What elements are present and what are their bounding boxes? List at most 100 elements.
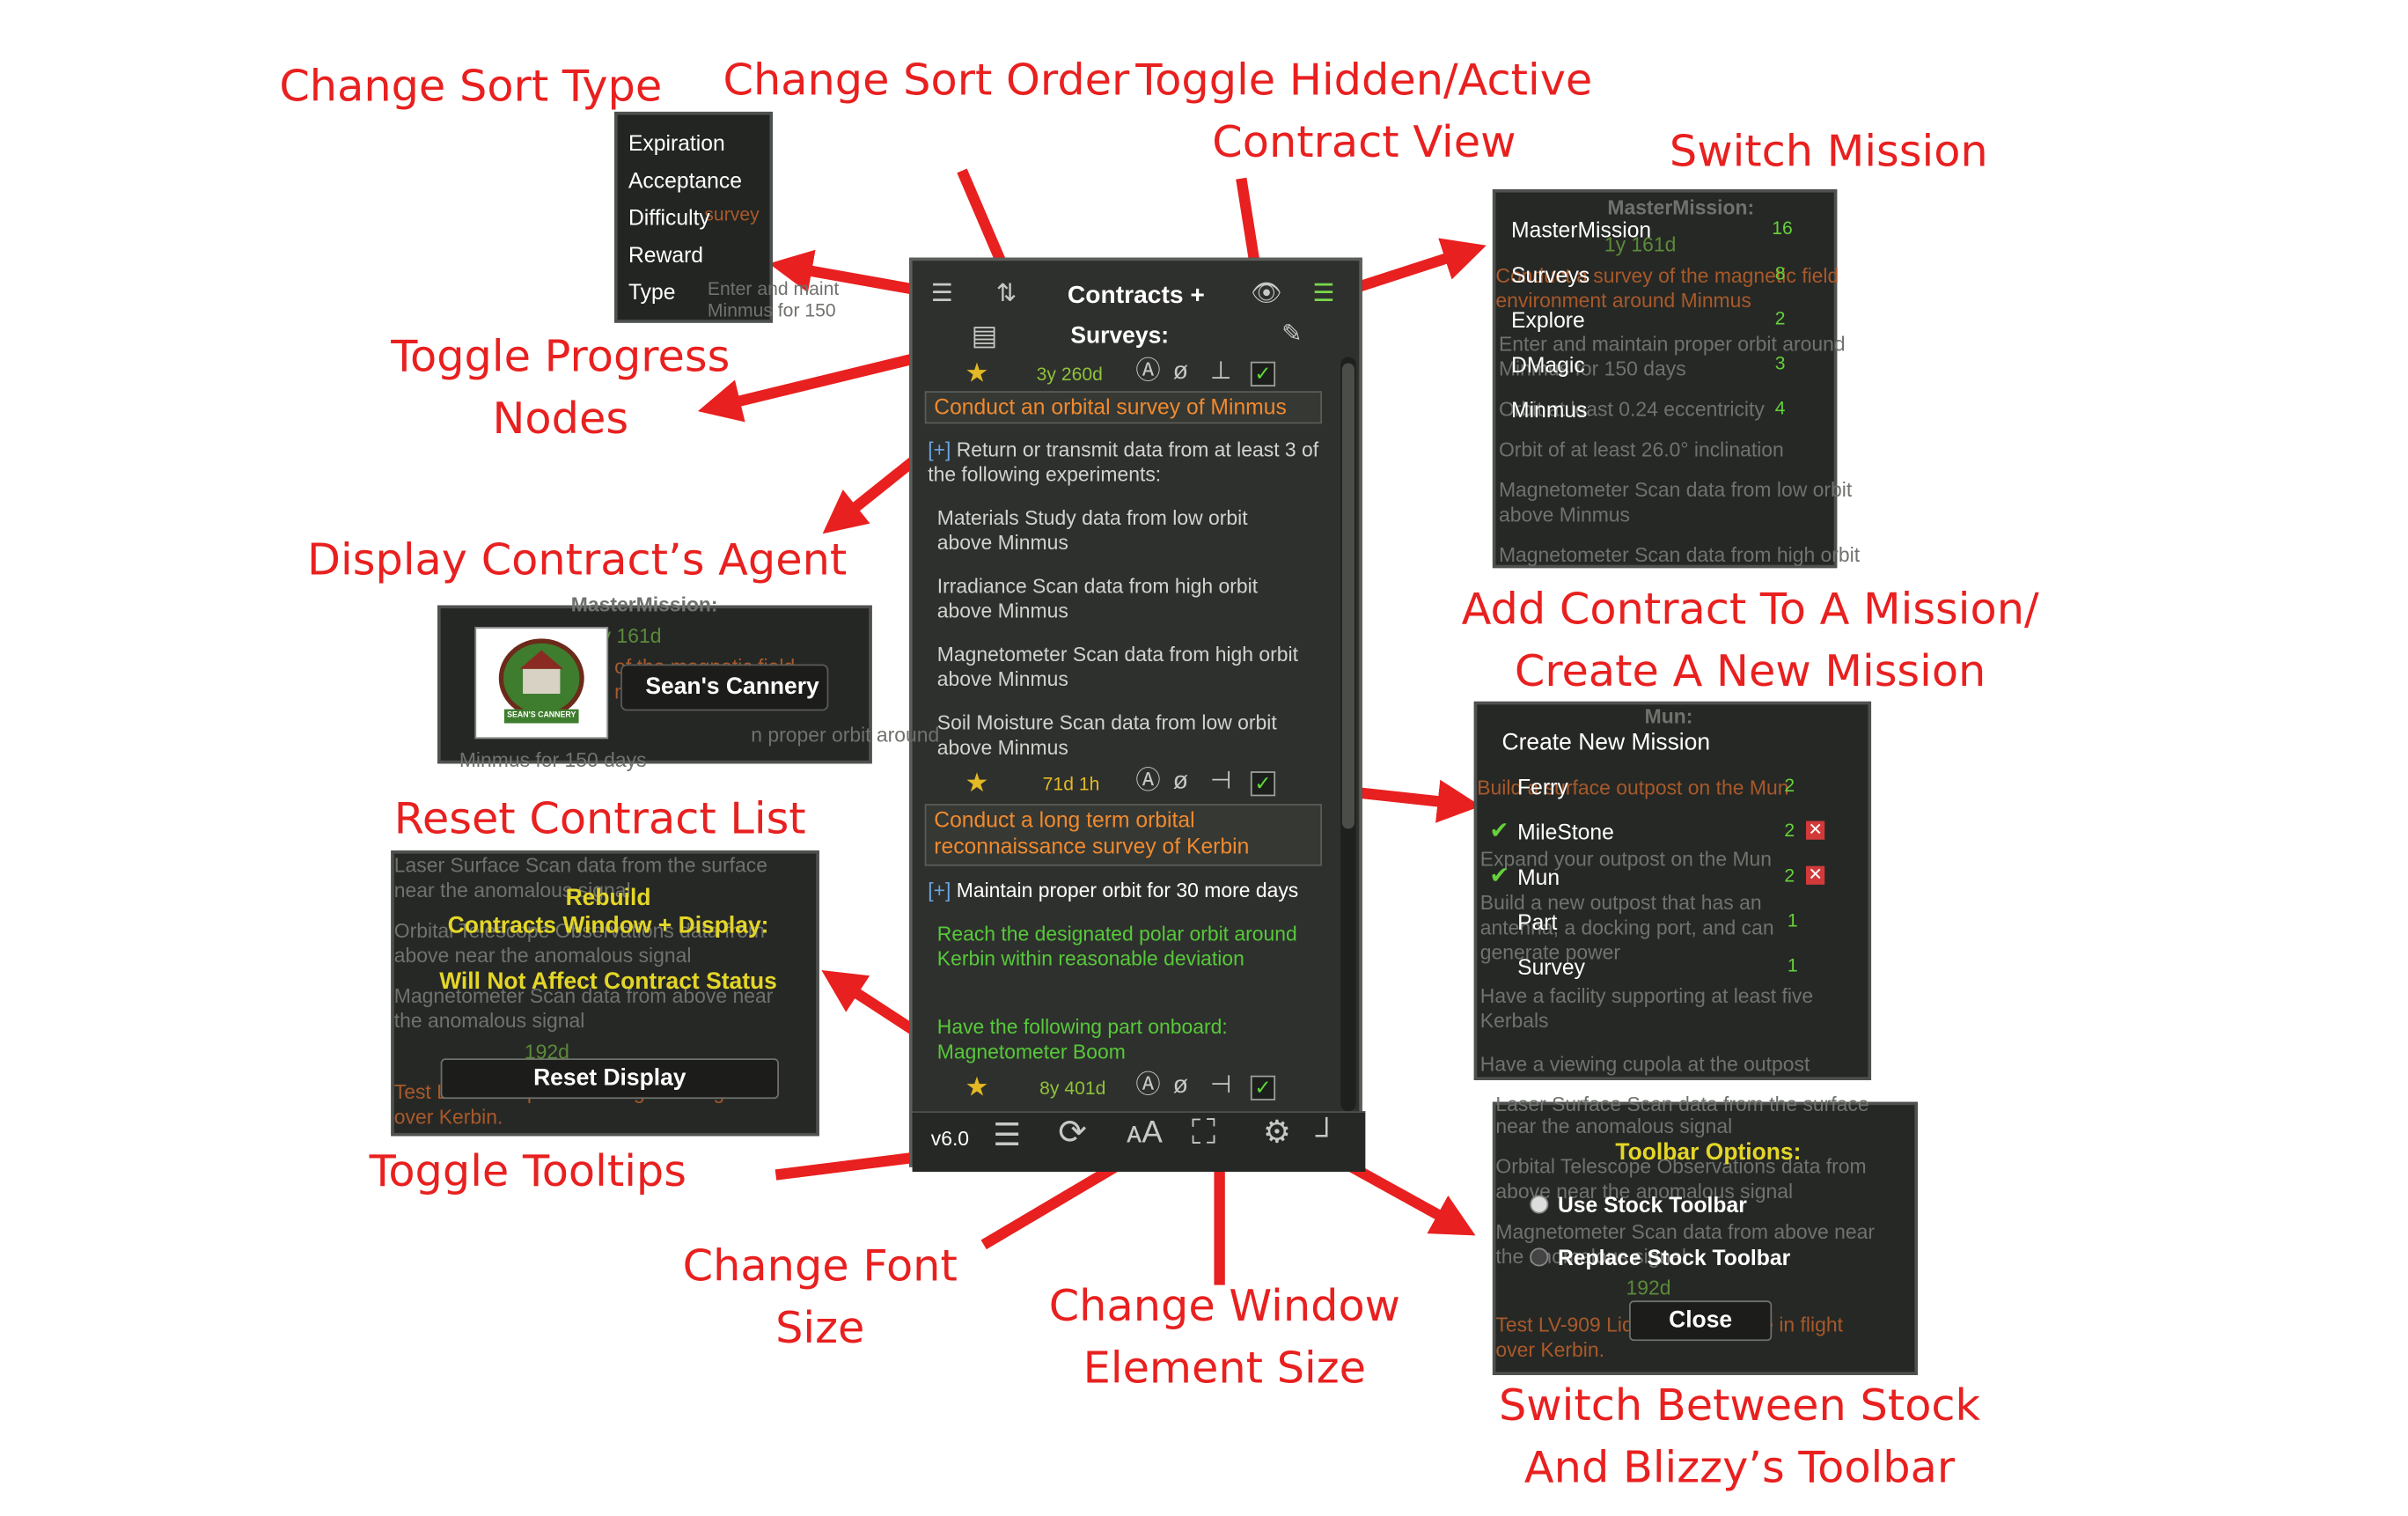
- agent-icon[interactable]: Ⓐ: [1135, 1072, 1161, 1100]
- label-toggle-hidden-line1: Toggle Hidden/Active: [1135, 54, 1593, 106]
- sort-option-type[interactable]: Type: [628, 279, 676, 305]
- label-progress-nodes: Toggle Progress Nodes: [391, 326, 730, 450]
- label-toolbar-line1: Switch Between Stock: [1498, 1380, 1981, 1431]
- font-size-icon[interactable]: ᴀA: [1126, 1115, 1163, 1151]
- bg-line-3: Build a new outpost that has an: [1479, 890, 1762, 915]
- agent-icon[interactable]: Ⓐ: [1135, 358, 1161, 386]
- bg-mission-header: MasterMission:: [1607, 195, 1755, 219]
- arrow-switch-mission: [1351, 238, 1487, 294]
- remove-from-mission-icon[interactable]: ✕: [1806, 821, 1825, 840]
- switch-mission-menu: MasterMission: 1y 161d Conduct a survey …: [1492, 189, 1860, 569]
- contract-1-param-1: Materials Study data from low orbit abov…: [936, 505, 1248, 555]
- mission-option-minmus[interactable]: Minmus: [1511, 397, 1588, 423]
- label-sort-order: Change Sort Order: [723, 54, 1130, 106]
- mission-option-survey[interactable]: Survey: [1517, 954, 1585, 980]
- sort-option-acceptance[interactable]: Acceptance: [628, 167, 742, 193]
- contract-2-param-3: Have the following part onboard: Magneto…: [936, 1014, 1228, 1063]
- star-icon: ★: [965, 768, 989, 798]
- label-font-line2: Size: [775, 1302, 865, 1354]
- add-to-mission-menu: Mun: Build a surface outpost on the Mun …: [1473, 701, 1872, 1080]
- label-font-line1: Change Font: [682, 1240, 958, 1292]
- bg-time: 192d: [1626, 1276, 1671, 1299]
- pin-icon[interactable]: ⊣: [1210, 1072, 1232, 1100]
- contract-2-time: 71d 1h: [1042, 772, 1100, 795]
- sort-type-icon[interactable]: ☰: [930, 281, 954, 308]
- contract-1-title[interactable]: Conduct an orbital survey of Minmus: [924, 391, 1322, 424]
- mission-count: 1: [1787, 909, 1798, 931]
- label-toolbar: Switch Between Stock And Blizzy’s Toolba…: [1499, 1375, 1980, 1499]
- bg-line-8: over Kerbin.: [1495, 1337, 1604, 1362]
- contracts-window: ☰ ⇅ Contracts + 👁 ☰ ▤ Surveys: ✎ ★ 3y 26…: [909, 257, 1366, 1172]
- mission-option-mun[interactable]: Mun: [1517, 864, 1560, 890]
- create-new-mission-button[interactable]: Create New Mission: [1501, 729, 1711, 756]
- mission-option-milestone[interactable]: MileStone: [1517, 819, 1614, 845]
- mission-option-mastermission[interactable]: MasterMission: [1511, 217, 1652, 243]
- expand-icon[interactable]: [+]: [928, 438, 951, 461]
- contract-1-time: 3y 260d: [1036, 363, 1103, 386]
- gear-icon[interactable]: ⚙: [1262, 1115, 1291, 1151]
- bg-line-1: Build a surface outpost on the Mun: [1477, 776, 1789, 799]
- mission-list-icon[interactable]: ☰: [1312, 281, 1335, 308]
- star-icon: ★: [965, 358, 989, 388]
- edit-mission-icon[interactable]: ✎: [1281, 320, 1303, 348]
- add-to-mission-checkbox[interactable]: ✓: [1250, 771, 1276, 797]
- radio-use-stock[interactable]: [1530, 1195, 1549, 1214]
- pin-icon[interactable]: ⊥: [1210, 358, 1232, 386]
- sort-option-expiration[interactable]: Expiration: [628, 130, 725, 156]
- mission-option-surveys[interactable]: Surveys: [1511, 261, 1590, 288]
- close-button[interactable]: Close: [1629, 1300, 1773, 1342]
- reset-display-button[interactable]: Reset Display: [440, 1058, 779, 1100]
- use-stock-toolbar-label[interactable]: Use Stock Toolbar: [1557, 1191, 1747, 1218]
- bg-header: MasterMission:: [570, 592, 718, 616]
- footer-bar: [912, 1111, 1366, 1172]
- bg-time: 1y 161d: [1604, 232, 1677, 256]
- arrow-progress-nodes: [697, 345, 948, 423]
- bg-line-9: Magnetometer Scan data from high orbit: [1498, 543, 1861, 567]
- hide-contract-icon[interactable]: ø: [1172, 358, 1188, 386]
- scrollbar-thumb[interactable]: [1341, 363, 1355, 829]
- eye-icon[interactable]: 👁: [1250, 281, 1282, 308]
- window-resize-icon[interactable]: ┘: [1315, 1119, 1338, 1153]
- mission-count: 8: [1774, 261, 1786, 284]
- bg-line-2: environment around Minmus: [1495, 288, 1751, 313]
- bg-line-1: Conduct a survey of the magnetic field: [1495, 263, 1839, 288]
- agent-icon[interactable]: Ⓐ: [1135, 768, 1161, 795]
- add-to-mission-checkbox[interactable]: ✓: [1250, 1075, 1276, 1100]
- mission-option-dmagic[interactable]: DMagic: [1511, 352, 1585, 378]
- sort-option-difficulty[interactable]: Difficulty: [628, 204, 710, 230]
- bg-line-8: over Kerbin.: [393, 1105, 503, 1129]
- mission-option-part[interactable]: Part: [1517, 909, 1558, 935]
- add-to-mission-checkbox[interactable]: ✓: [1250, 361, 1276, 386]
- progress-nodes-icon[interactable]: ▤: [971, 320, 998, 351]
- contract-2-title[interactable]: Conduct a long term orbital reconnaissan…: [924, 804, 1322, 866]
- mission-count: 2: [1784, 819, 1795, 842]
- remove-from-mission-icon[interactable]: ✕: [1806, 865, 1825, 885]
- expand-icon[interactable]: [+]: [928, 878, 951, 902]
- replace-stock-toolbar-label[interactable]: Replace Stock Toolbar: [1557, 1244, 1791, 1270]
- mission-count: 2: [1774, 307, 1786, 329]
- toolbar-options-title: Toolbar Options:: [1615, 1138, 1802, 1166]
- bg-line: Minmus for 150 days: [459, 747, 647, 772]
- bg-line-4: antenna, a docking port, and can: [1479, 916, 1774, 939]
- contract-1-param-4: Soil Moisture Scan data from low orbit a…: [936, 710, 1277, 760]
- label-add-mission-line2: Create A New Mission: [1514, 645, 1986, 697]
- bg-line-6: Have a facility supporting at least five: [1479, 983, 1814, 1008]
- hide-contract-icon[interactable]: ø: [1172, 1072, 1188, 1100]
- mission-option-explore[interactable]: Explore: [1511, 307, 1585, 333]
- sort-order-icon[interactable]: ⇅: [995, 281, 1017, 308]
- sort-option-reward[interactable]: Reward: [628, 242, 704, 268]
- toolbar-options-panel: Laser Surface Scan data from the surface…: [1492, 1093, 1918, 1375]
- mission-option-ferry[interactable]: Ferry: [1517, 774, 1568, 799]
- hide-contract-icon[interactable]: ø: [1172, 768, 1188, 795]
- refresh-icon[interactable]: ⟳: [1058, 1112, 1087, 1152]
- arrow-font: [980, 1159, 1123, 1250]
- bg-line-6: Orbit of at least 26.0° inclination: [1498, 438, 1784, 461]
- radio-replace-stock[interactable]: [1530, 1247, 1549, 1267]
- pin-icon[interactable]: ⊣: [1210, 768, 1232, 795]
- contract-2-param-2: Reach the designated polar orbit around …: [936, 922, 1297, 970]
- bg-line-2: near the anomalous signal: [393, 878, 631, 902]
- resize-elements-icon[interactable]: ⛶: [1191, 1112, 1216, 1152]
- bg-line-6: the anomalous signal: [1495, 1244, 1687, 1269]
- rebuild-title: Rebuild: [565, 884, 651, 911]
- reset-list-icon[interactable]: ☰: [993, 1119, 1021, 1153]
